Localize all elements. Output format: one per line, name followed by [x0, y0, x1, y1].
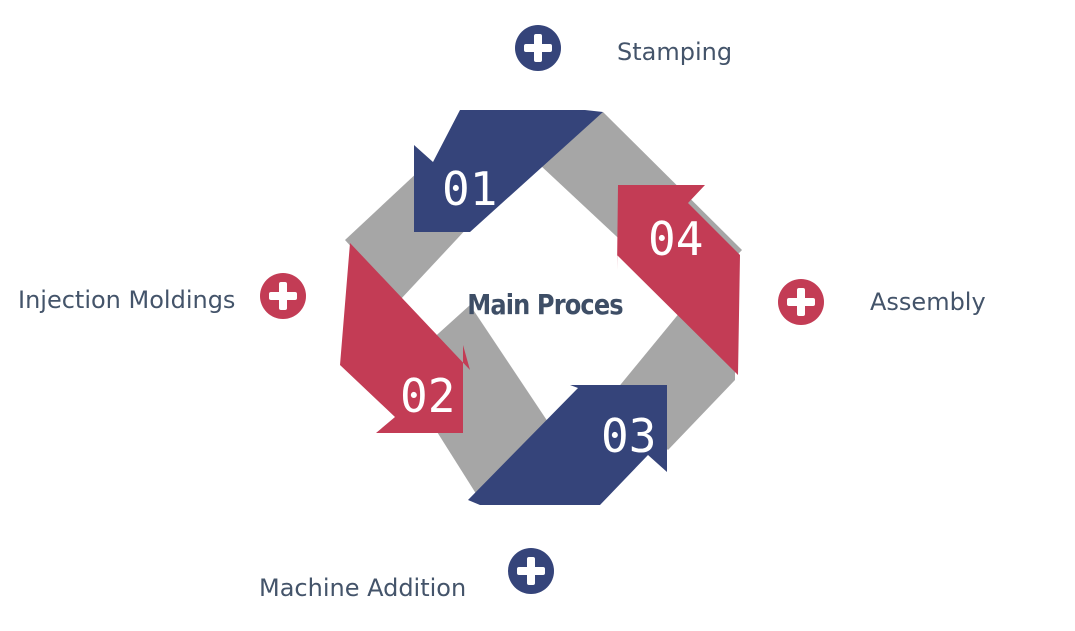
plus-circle-icon[interactable] — [260, 273, 306, 319]
item-label-assembly: Assembly — [870, 288, 986, 316]
plus-circle-icon[interactable] — [515, 25, 561, 71]
plus-circle-icon[interactable] — [778, 279, 824, 325]
step-03-arrow: 03 — [468, 385, 667, 505]
step-01-number: 01 — [442, 162, 497, 216]
step-02-arrow: 02 — [340, 243, 470, 433]
step-01-arrow: 01 — [414, 110, 603, 232]
item-label-machine-addition: Machine Addition — [259, 574, 467, 602]
center-title: Main Proces — [467, 288, 623, 321]
step-02-number: 02 — [400, 369, 455, 423]
step-04-arrow: 04 — [617, 185, 740, 375]
item-label-injection-moldings: Injection Moldings — [18, 286, 236, 314]
step-04-number: 04 — [648, 212, 703, 266]
plus-circle-icon[interactable] — [508, 548, 554, 594]
item-label-stamping: Stamping — [617, 38, 733, 66]
step-03-number: 03 — [601, 409, 656, 463]
